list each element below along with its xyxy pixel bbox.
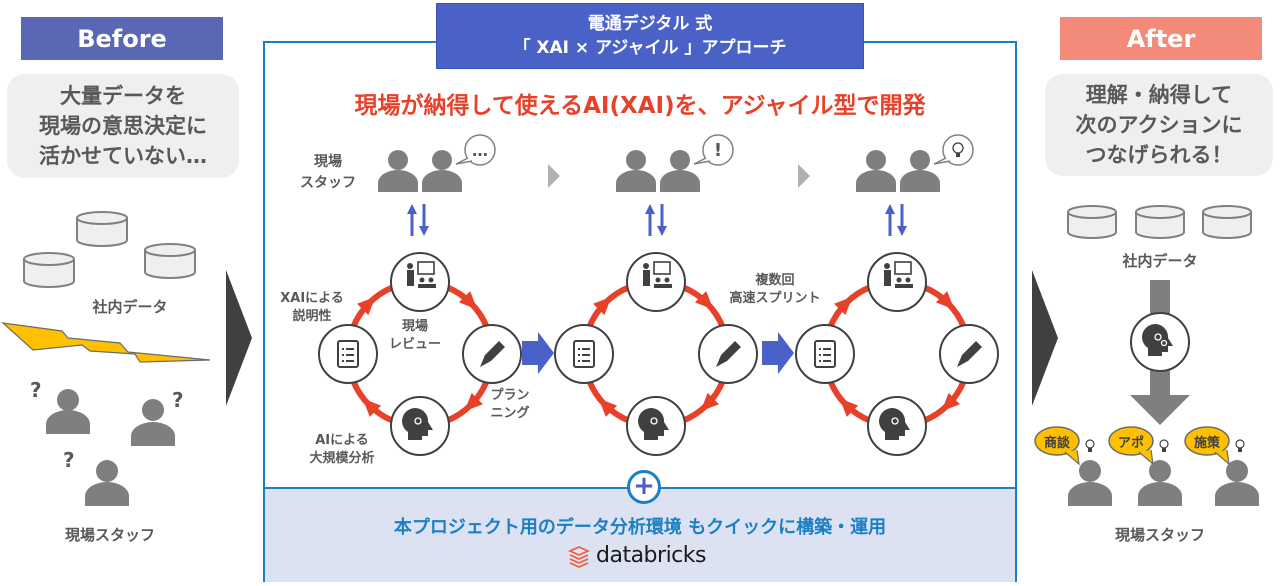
bidirectional-arrow-icon	[885, 204, 907, 236]
cycle-label-analysis: AIによる 大規模分析	[309, 433, 375, 466]
cycle-arrowhead-icon	[464, 392, 483, 412]
before-tag: Before	[21, 17, 223, 60]
databricks-wordmark: databricks	[596, 543, 706, 568]
head-gears-icon	[626, 396, 686, 456]
person-icon	[616, 150, 656, 192]
person-icon	[1138, 460, 1182, 506]
agile-cycle: …	[318, 134, 522, 456]
person-icon	[660, 150, 700, 192]
bubble-text: !	[714, 140, 722, 161]
action-speech-bubble	[1034, 426, 1080, 466]
sprint-label: 複数回 高速スプリント	[729, 273, 821, 306]
cycle-arrowhead-icon	[593, 296, 612, 316]
cycle-arrowhead-icon	[839, 398, 859, 417]
after-data-label: 社内データ	[1122, 252, 1198, 270]
cycle-label-xai: XAIによる 説明性	[280, 291, 344, 324]
fountain-pen-icon	[939, 324, 999, 384]
databricks-layers-icon	[568, 545, 590, 568]
platform-text: 本プロジェクト用のデータ分析環境 もクイックに構築・運用	[393, 517, 887, 538]
transition-arrow-icon	[226, 270, 252, 406]
cycle-label-planning: プラン ニング	[490, 388, 530, 421]
plus-icon: +	[627, 470, 661, 504]
bidirectional-arrow-icon	[407, 204, 429, 236]
lightbulb-icon	[1159, 439, 1169, 452]
cycle-arrowhead-icon	[941, 392, 960, 412]
approach-header-line2: 「 XAI × アジャイル 」アプローチ	[513, 38, 787, 58]
presentation-icon	[867, 252, 927, 312]
cycle-arrowhead-icon	[834, 296, 853, 316]
cycle-arrowhead-icon	[598, 398, 618, 417]
action-label: 商談	[1043, 436, 1070, 451]
bidirectional-arrow-icon	[645, 204, 667, 236]
person-icon	[378, 150, 418, 192]
cycle-transition-arrow-icon	[522, 332, 554, 374]
database-icon	[144, 243, 196, 279]
progress-chevron-icon	[798, 164, 810, 188]
person-icon	[46, 389, 90, 434]
action-speech-bubble	[1108, 426, 1154, 466]
approach-header-line1: 電通デジタル 式	[587, 14, 713, 34]
person-icon	[131, 399, 175, 446]
database-icon	[1202, 205, 1252, 239]
action-label: 施策	[1193, 436, 1220, 451]
person-icon	[900, 150, 940, 192]
after-tag: After	[1060, 17, 1262, 60]
fountain-pen-icon	[462, 324, 522, 384]
action-speech-bubble	[1184, 426, 1230, 466]
lightbulb-icon	[1085, 439, 1095, 452]
before-staff-label: 現場スタッフ	[64, 526, 155, 544]
cycle-arrowhead-icon	[935, 291, 955, 310]
cycle-arrowhead-icon	[362, 398, 382, 417]
head-gears-icon	[867, 396, 927, 456]
question-mark: ?	[172, 388, 184, 412]
bubble-text: …	[472, 141, 488, 160]
before-data-label: 社内データ	[92, 298, 168, 316]
cycle-arrowhead-icon	[694, 291, 714, 310]
speech-bubble-icon: !	[693, 134, 734, 166]
database-icon	[76, 211, 128, 247]
speech-bubble-icon	[933, 134, 974, 166]
before-problem-text: 大量データを 現場の意思決定に 活かせていない…	[7, 74, 239, 178]
database-icon	[1067, 205, 1117, 239]
fountain-pen-icon	[698, 324, 758, 384]
center-staff-label: 現場 スタッフ	[300, 154, 356, 191]
presentation-icon	[626, 252, 686, 312]
progress-chevron-icon	[548, 164, 560, 188]
transition-arrow-icon	[1032, 270, 1058, 406]
approach-header: 電通デジタル 式 「 XAI × アジャイル 」アプローチ	[436, 3, 864, 69]
cycle-label-review: 現場 レビュー	[388, 319, 441, 352]
action-label: アポ	[1117, 436, 1144, 451]
clipboard-checklist-icon	[795, 324, 855, 384]
database-icon	[23, 252, 75, 288]
person-icon	[85, 460, 129, 506]
question-mark: ?	[63, 448, 75, 472]
after-staff-label: 現場スタッフ	[1114, 526, 1205, 544]
database-icon	[1135, 205, 1185, 239]
agile-cycle	[795, 134, 999, 456]
before-database-icons	[1, 211, 211, 506]
speech-bubble-icon: …	[455, 134, 496, 166]
lightbulb-icon	[1235, 439, 1245, 452]
databricks-logo: databricks	[568, 543, 706, 568]
question-mark: ?	[30, 378, 42, 402]
lightning-bolt-icon	[1, 322, 211, 363]
cycle-arrowhead-icon	[458, 291, 478, 310]
clipboard-checklist-icon	[318, 324, 378, 384]
head-gears-icon	[1142, 324, 1173, 356]
cycle-arrowhead-icon	[700, 392, 719, 412]
person-icon	[422, 150, 462, 192]
clipboard-checklist-icon	[554, 324, 614, 384]
cycle-arrowhead-icon	[357, 296, 376, 316]
after-result-text: 理解・納得して 次のアクションに つなげられる！	[1045, 74, 1273, 176]
agile-cycle: !	[554, 134, 758, 456]
person-icon	[1215, 460, 1259, 506]
approach-headline: 現場が納得して使えるAI(XAI)を、アジャイル型で開発	[354, 93, 926, 119]
presentation-icon	[390, 252, 450, 312]
person-icon	[856, 150, 896, 192]
head-gears-icon	[390, 396, 450, 456]
person-icon	[1068, 460, 1112, 506]
cycle-transition-arrow-icon	[762, 332, 794, 374]
